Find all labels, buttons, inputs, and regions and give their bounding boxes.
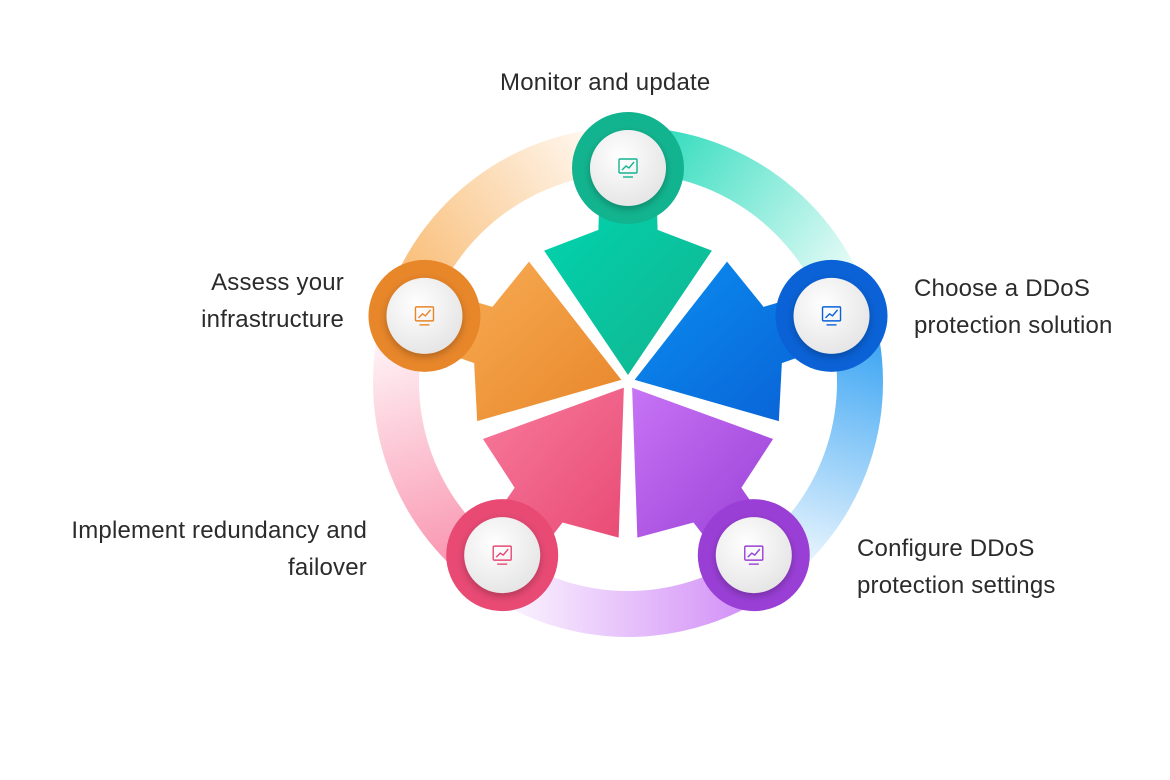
step-label-assess: Assess your infrastructure — [201, 264, 344, 338]
step-wedge — [634, 261, 810, 422]
label-line: Implement redundancy and — [71, 517, 367, 544]
label-line: Assess your — [211, 269, 344, 296]
label-line: Monitor and update — [500, 69, 711, 96]
label-line: protection solution — [914, 312, 1113, 339]
step-label-configure: Configure DDoS protection settings — [857, 530, 1056, 604]
cloud-server-icon — [821, 306, 842, 326]
label-line: Choose a DDoS — [914, 275, 1091, 302]
step-label-choose: Choose a DDoS protection solution — [914, 270, 1113, 344]
step-wedge — [446, 261, 622, 422]
cube-settings-icon — [744, 545, 764, 565]
step-label-monitor: Monitor and update — [500, 64, 710, 101]
label-line: protection settings — [857, 572, 1056, 599]
step-label-implement: Implement redundancy and failover — [71, 512, 367, 586]
cloud-database-icon — [414, 306, 435, 326]
label-line: failover — [288, 554, 367, 581]
step-wedge — [544, 200, 712, 375]
label-line: infrastructure — [201, 306, 344, 333]
chart-presentation-icon — [618, 158, 638, 178]
laptops-transfer-icon — [492, 545, 512, 565]
label-line: Configure DDoS — [857, 535, 1035, 562]
